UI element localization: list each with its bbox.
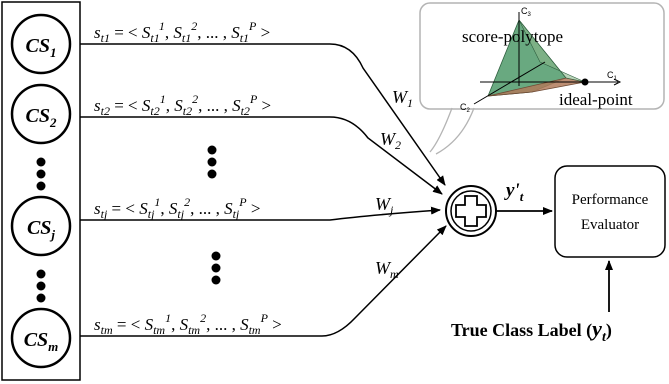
evaluator-line-2: Evaluator	[581, 217, 639, 233]
classifier-subscript: m	[48, 339, 58, 354]
weight-w2: W2	[380, 129, 401, 152]
axis-c1-label: C1	[607, 70, 618, 82]
svg-text:CSj: CSj	[27, 217, 55, 242]
middle-ellipsis-upper	[207, 145, 217, 179]
score-polytope-label: score-polytope	[462, 27, 563, 46]
classifier-cs2: CS2	[10, 83, 72, 145]
true-class-label: True Class Label (yt)	[451, 316, 612, 345]
svg-text:CS2: CS2	[26, 105, 57, 130]
axis-c2	[473, 61, 546, 105]
weight-wm: Wm	[375, 258, 399, 281]
middle-ellipsis-lower	[211, 251, 221, 285]
score-line-2	[80, 116, 443, 195]
axis-c3-label: C3	[521, 6, 532, 18]
classifier-subscript: 1	[50, 45, 57, 60]
classifier-csm: CSm	[10, 307, 72, 369]
ideal-point-marker	[581, 78, 589, 86]
axis-c2-label: C2	[460, 102, 471, 114]
weight-wj: Wj	[375, 194, 394, 217]
classifier-label: CS	[26, 105, 50, 127]
score-line-1	[80, 43, 446, 186]
classifier-csj: CSj	[10, 195, 72, 257]
weight-w1: W1	[392, 87, 413, 110]
ideal-point-label: ideal-point	[559, 90, 633, 109]
score-line-j	[80, 206, 441, 221]
svg-text:CS1: CS1	[26, 35, 57, 60]
panel-ellipsis-upper	[36, 157, 46, 191]
classifier-subscript: j	[49, 227, 55, 242]
score-vector-1: st1 = < St11, St12, ... , St1P >	[94, 19, 270, 45]
classifier-panel	[1, 1, 81, 381]
plus-icon	[455, 195, 487, 227]
performance-evaluator: Performance Evaluator	[554, 165, 666, 258]
svg-text:CSm: CSm	[24, 329, 59, 354]
evaluator-line-1: Performance	[572, 192, 649, 208]
score-line-m	[80, 225, 447, 337]
aggregator-node	[445, 185, 497, 237]
score-vector-m: stm = < Stm1, Stm2, ... , StmP >	[94, 311, 282, 337]
classifier-label: CS	[24, 329, 48, 351]
score-vector-j: stj = < Stj1, Stj2, ... , StjP >	[94, 195, 260, 221]
classifier-label: CS	[27, 217, 51, 239]
classifier-cs1: CS1	[10, 13, 72, 75]
classifier-subscript: 2	[49, 115, 57, 130]
polytope-inset: C3 C1 C2 score-polytope ideal-point	[419, 2, 665, 155]
classifier-label: CS	[26, 35, 50, 57]
panel-ellipsis-lower	[36, 269, 46, 303]
score-vector-2: st2 = < St21, St22, ... , St2P >	[94, 92, 271, 118]
output-label: y't	[504, 180, 524, 204]
